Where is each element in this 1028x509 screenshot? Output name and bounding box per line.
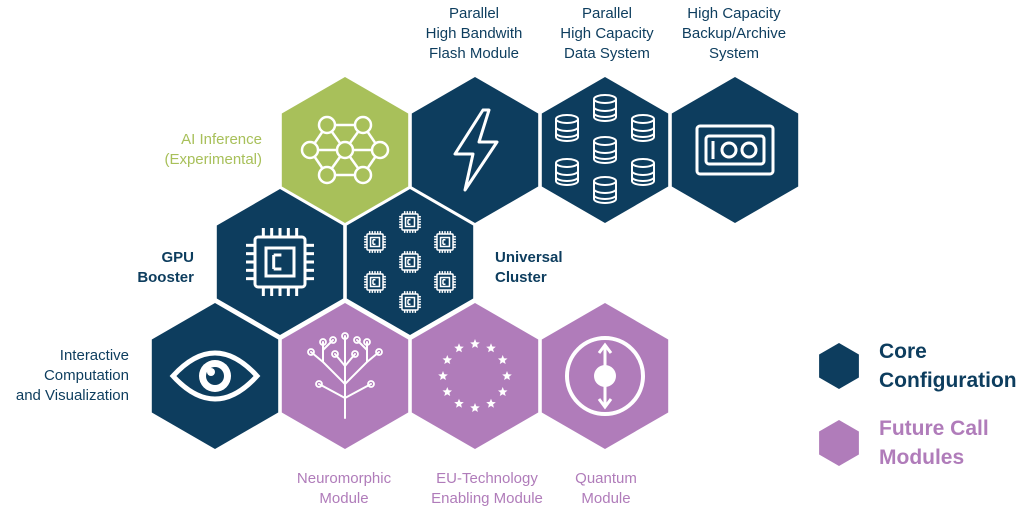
storage-disks-icon: [555, 94, 655, 204]
eye-icon: [169, 350, 261, 402]
qubit-icon: [565, 336, 645, 416]
tape-cassette-icon: [695, 124, 775, 176]
hex-eu: [411, 303, 539, 449]
hex-data: [541, 77, 669, 223]
neuron-tree-icon: [307, 332, 383, 419]
hex-neuro: [281, 303, 409, 449]
hex-cluster: [346, 189, 474, 335]
chip-cluster-icon: [364, 211, 456, 313]
legend-future-hexagon: [819, 420, 859, 466]
hex-ai: [281, 77, 409, 223]
hex-archive: [671, 77, 799, 223]
hex-gpu: [216, 189, 344, 335]
eu-stars-icon: [438, 339, 512, 412]
hex-interactive: [151, 303, 279, 449]
hex-quantum: [541, 303, 669, 449]
neural-network-icon: [300, 115, 390, 185]
lightning-bolt-icon: [453, 108, 499, 192]
chip-icon: [246, 228, 314, 296]
hex-flash: [411, 77, 539, 223]
label-ai-inference: AI Inference(Experimental): [164, 131, 262, 168]
legend-core-hexagon: [819, 343, 859, 389]
